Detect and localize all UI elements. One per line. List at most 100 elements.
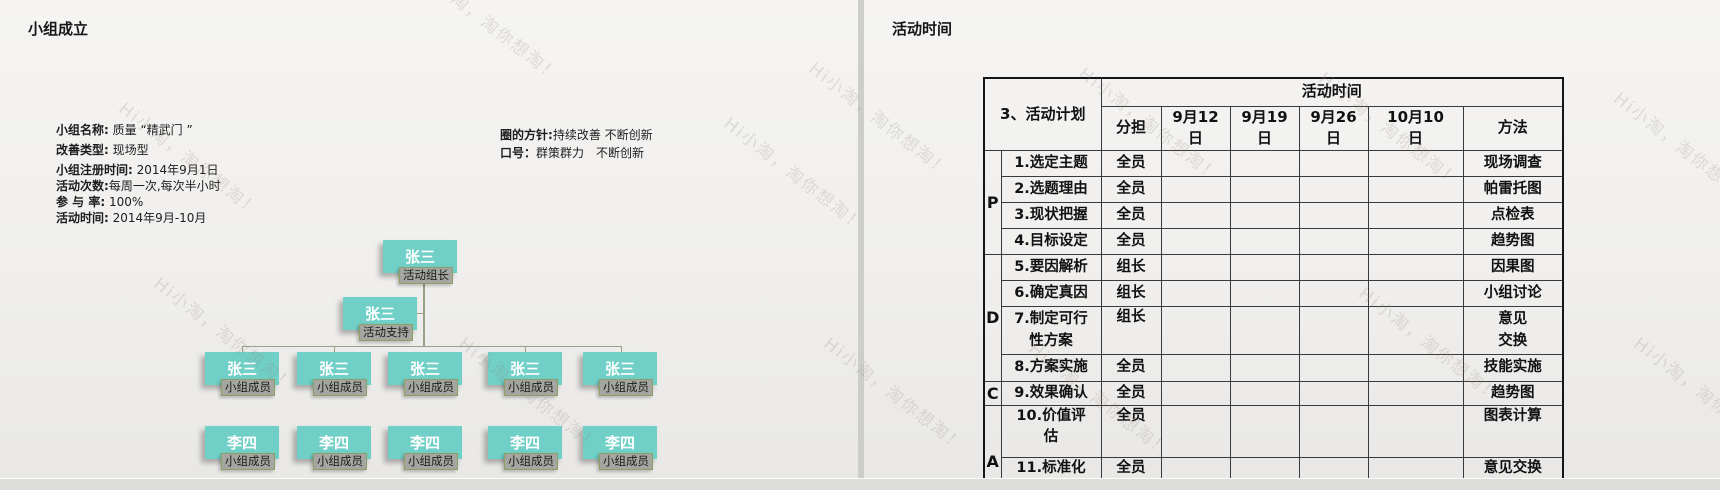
owner-cell: 全员	[1100, 405, 1162, 459]
policy-block: 圈的方针:持续改善 不断创新 口号：群策群力 不断创新	[500, 126, 653, 162]
date-cell	[1160, 150, 1231, 177]
left-slide-title: 小组成立	[28, 20, 89, 38]
connector-line	[242, 346, 243, 352]
connector-line	[621, 346, 622, 352]
date-cell	[1367, 202, 1464, 229]
info-line: 活动次数:每周一次,每次半小时	[56, 179, 221, 193]
date-cell	[1298, 306, 1369, 355]
phase-cell-d: D	[983, 254, 1002, 382]
date-cell	[1367, 228, 1464, 255]
org-role-tag: 小组成员	[404, 379, 458, 396]
corner-header-cell: 3、活动计划	[983, 77, 1102, 151]
owner-cell: 全员	[1100, 202, 1162, 229]
policy-line: 圈的方针:持续改善 不断创新	[500, 128, 653, 142]
org-role-tag: 小组成员	[221, 379, 275, 396]
method-cell: 趋势图	[1462, 228, 1564, 255]
method-cell: 小组讨论	[1462, 280, 1564, 307]
col-header-owner: 分担	[1100, 105, 1162, 151]
left-slide: 小组成立 小组名称: 质量 “精武门 ” 改善类型: 现场型 小组注册时间: 2…	[0, 0, 858, 478]
date-cell	[1367, 306, 1464, 355]
date-cell	[1298, 202, 1369, 229]
connector-line	[242, 346, 622, 347]
policy-line: 口号：群策群力 不断创新	[500, 146, 645, 160]
date-cell	[1298, 280, 1369, 307]
org-role-tag: 小组成员	[313, 379, 367, 396]
org-role-tag: 小组成员	[504, 453, 558, 470]
date-cell	[1229, 280, 1300, 307]
org-role-tag: 小组成员	[599, 379, 653, 396]
task-cell: 5.要因解析	[1000, 254, 1102, 281]
date-cell	[1298, 405, 1369, 459]
org-role-tag: 小组成员	[504, 379, 558, 396]
task-cell: 7.制定可行 性方案	[1000, 306, 1102, 355]
info-line: 改善类型: 现场型	[56, 143, 149, 157]
date-cell	[1229, 405, 1300, 459]
slide-divider	[858, 0, 864, 478]
info-line: 小组名称: 质量 “精武门 ”	[56, 123, 193, 137]
team-info-block: 小组名称: 质量 “精武门 ” 改善类型: 现场型 小组注册时间: 2014年9…	[56, 122, 221, 226]
date-cell	[1367, 254, 1464, 281]
org-role-tag: 小组成员	[313, 453, 367, 470]
task-cell: 11.标准化 今后课题	[1000, 457, 1102, 478]
owner-cell: 全员	[1100, 457, 1162, 478]
owner-cell: 全员	[1100, 176, 1162, 203]
owner-cell: 组长	[1100, 254, 1162, 281]
info-line: 活动时间: 2014年9月-10月	[56, 211, 207, 225]
connector-line	[334, 346, 335, 352]
owner-cell: 全员	[1100, 150, 1162, 177]
date-cell	[1298, 254, 1369, 281]
org-role-tag: 活动组长	[399, 267, 453, 284]
phase-cell-a: A	[983, 405, 1002, 478]
phase-cell-p: P	[983, 150, 1002, 255]
method-cell: 意见 交换	[1462, 306, 1564, 355]
phase-cell-c: C	[983, 380, 1002, 407]
date-cell	[1229, 457, 1300, 478]
date-cell	[1160, 457, 1231, 478]
bottom-bar	[0, 478, 1720, 490]
date-cell	[1160, 228, 1231, 255]
date-cell	[1229, 228, 1300, 255]
col-header-date: 9月26 日	[1298, 105, 1369, 151]
date-cell	[1160, 176, 1231, 203]
task-cell: 4.目标设定	[1000, 228, 1102, 255]
date-cell	[1229, 202, 1300, 229]
activity-plan-table: 3、活动计划 活动时间 分担 9月12 日 9月19 日 9月26 日 10月1…	[983, 77, 1565, 478]
time-span-header: 活动时间	[1100, 77, 1564, 107]
date-cell	[1367, 150, 1464, 177]
right-slide-title: 活动时间	[892, 20, 953, 38]
date-cell	[1367, 405, 1464, 459]
date-cell	[1229, 306, 1300, 355]
method-cell: 图表计算	[1462, 405, 1564, 459]
task-cell: 3.现状把握	[1000, 202, 1102, 229]
col-header-date: 9月19 日	[1229, 105, 1300, 151]
method-cell: 技能实施	[1462, 354, 1564, 382]
task-cell: 9.效果确认	[1000, 380, 1102, 407]
method-cell: 意见交换	[1462, 457, 1564, 478]
date-cell	[1229, 150, 1300, 177]
col-header-date: 9月12 日	[1160, 105, 1231, 151]
date-cell	[1367, 280, 1464, 307]
task-cell: 10.价值评 估	[1000, 405, 1102, 459]
connector-line	[417, 313, 424, 314]
owner-cell: 全员	[1100, 354, 1162, 382]
info-line: 小组注册时间: 2014年9月1日	[56, 163, 219, 177]
date-cell	[1160, 202, 1231, 229]
date-cell	[1367, 457, 1464, 478]
date-cell	[1160, 254, 1231, 281]
connector-line	[423, 273, 425, 347]
task-cell: 6.确定真因	[1000, 280, 1102, 307]
info-line: 参 与 率: 100%	[56, 195, 144, 209]
date-cell	[1298, 176, 1369, 203]
date-cell	[1367, 380, 1464, 407]
date-cell	[1298, 354, 1369, 382]
date-cell	[1298, 228, 1369, 255]
date-cell	[1160, 380, 1231, 407]
owner-cell: 组长	[1100, 306, 1162, 355]
date-cell	[1367, 354, 1464, 382]
date-cell	[1229, 380, 1300, 407]
owner-cell: 全员	[1100, 380, 1162, 407]
method-cell: 趋势图	[1462, 380, 1564, 407]
date-cell	[1298, 150, 1369, 177]
date-cell	[1160, 280, 1231, 307]
date-cell	[1160, 306, 1231, 355]
